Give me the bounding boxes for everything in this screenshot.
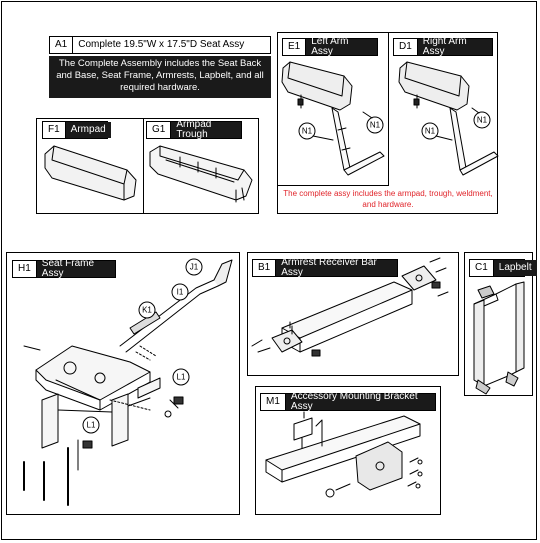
l1-text-2: L1 xyxy=(87,421,96,430)
c1-title: Lapbelt xyxy=(493,260,537,276)
l1-callout-left xyxy=(82,416,100,434)
h1-code: H1 xyxy=(13,261,37,277)
l1-text-1: L1 xyxy=(177,373,186,382)
n1-text-4: N1 xyxy=(477,116,488,125)
n1-text-1: N1 xyxy=(302,127,313,136)
e1-code: E1 xyxy=(283,39,307,55)
j1-text: J1 xyxy=(190,263,199,272)
h1-label: H1 Seat Frame Assy xyxy=(12,259,116,279)
m1-title: Accessory Mounting Bracket Assy xyxy=(285,392,435,412)
arm-assy-note: The complete assy includes the armpad, t… xyxy=(283,189,493,209)
e1-title: Left Arm Assy xyxy=(306,37,377,57)
c1-code: C1 xyxy=(470,260,494,276)
right-arm-drawing xyxy=(398,61,499,176)
armpad-drawing xyxy=(44,145,137,201)
d1-label: D1 Right Arm Assy xyxy=(393,37,493,57)
g1-code: G1 xyxy=(147,122,172,138)
n1-text-3: N1 xyxy=(425,127,436,136)
m1-code: M1 xyxy=(261,394,286,410)
k1-callout xyxy=(138,301,156,319)
b1-title: Armrest Receiver Bar Assy xyxy=(276,258,397,278)
a1-title: Complete 19.5"W x 17.5"D Seat Assy xyxy=(78,39,245,50)
n1-text-2: N1 xyxy=(370,121,381,130)
n1-callout-left-2 xyxy=(366,116,384,134)
i1-callout xyxy=(171,283,189,301)
mount-bracket-drawing xyxy=(265,411,423,498)
g1-title: Armpad Trough xyxy=(171,120,241,140)
a1-code: A1 xyxy=(50,37,74,53)
d1-code: D1 xyxy=(394,39,418,55)
b1-code: B1 xyxy=(253,260,277,276)
h1-title: Seat Frame Assy xyxy=(36,259,115,279)
e1-label: E1 Left Arm Assy xyxy=(282,37,378,57)
f1-code: F1 xyxy=(43,122,66,138)
l1-callout-right xyxy=(172,368,190,386)
f1-label: F1 Armpad xyxy=(42,121,111,139)
n1-callout-right-1 xyxy=(421,122,439,140)
j1-callout xyxy=(185,258,203,276)
i1-text: I1 xyxy=(177,288,184,297)
seat-frame-drawing xyxy=(23,259,233,506)
d1-title: Right Arm Assy xyxy=(417,37,492,57)
n1-callout-left-1 xyxy=(298,122,316,140)
b1-label: B1 Armrest Receiver Bar Assy xyxy=(252,258,398,278)
left-arm-drawing xyxy=(281,61,385,176)
lapbelt-drawing xyxy=(473,281,525,395)
c1-label: C1 Lapbelt xyxy=(469,259,537,277)
k1-text: K1 xyxy=(142,306,152,315)
a1-label: A1 Complete 19.5"W x 17.5"D Seat Assy xyxy=(49,36,271,54)
m1-label: M1 Accessory Mounting Bracket Assy xyxy=(260,392,436,412)
receiver-bar-drawing xyxy=(251,257,449,357)
armpad-trough-drawing xyxy=(149,145,253,203)
g1-label: G1 Armpad Trough xyxy=(146,120,242,140)
f1-title: Armpad xyxy=(65,122,111,138)
a1-description: The Complete Assembly includes the Seat … xyxy=(49,56,271,98)
n1-callout-right-2 xyxy=(473,111,491,129)
